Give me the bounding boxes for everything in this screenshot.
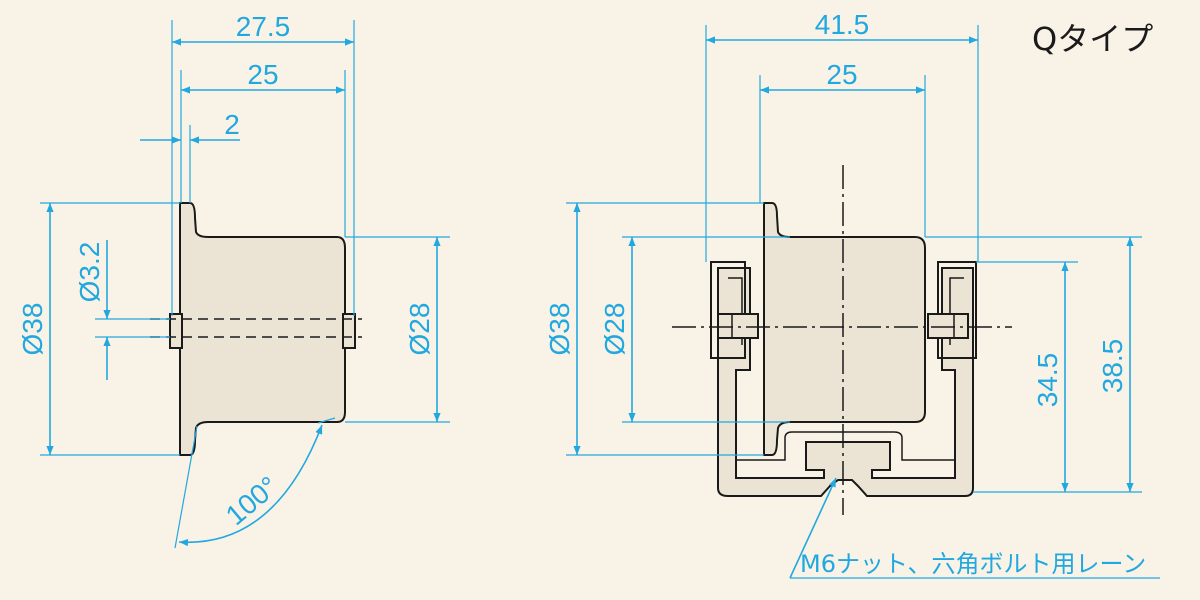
- dim-label-dia-38: Ø38: [17, 303, 48, 356]
- angle-leg-right: [317, 417, 336, 424]
- type-title: Qタイプ: [1032, 20, 1153, 58]
- callout-leader: [789, 477, 837, 579]
- dim-label-2: 2: [224, 109, 240, 140]
- dim-label-100-deg: 100°: [220, 470, 284, 531]
- left-view: 27.5 25 2 Ø38 Ø3.2 Ø28 100°: [17, 11, 450, 549]
- roller-body-right: [763, 202, 926, 456]
- shaft-end-right: [342, 313, 356, 349]
- nut-right: [927, 313, 969, 339]
- nut-left: [717, 313, 759, 339]
- dim-arc-100-deg: [178, 424, 323, 547]
- callout-label: M6ナット、六角ボルト用レーン: [800, 550, 1146, 578]
- rail-profile: [717, 267, 974, 497]
- shaft-end-left: [169, 313, 183, 349]
- dim-label-34-5: 34.5: [1032, 353, 1063, 408]
- dim-label-dia-3-2: Ø3.2: [74, 242, 105, 303]
- dim-label-dia-38: Ø38: [544, 303, 575, 356]
- roller-body-left: [179, 202, 346, 456]
- dim-label-25: 25: [826, 59, 857, 90]
- left-bracket: [710, 261, 746, 359]
- dim-label-25: 25: [247, 59, 278, 90]
- dim-label-41-5: 41.5: [815, 9, 870, 40]
- dim-label-dia-28: Ø28: [599, 303, 630, 356]
- dim-label-27-5: 27.5: [236, 11, 291, 42]
- right-view: 41.5 25 Ø38 Ø28 34.5 38.5 M6ナット、六角ボルト用レー…: [544, 9, 1160, 579]
- dim-label-dia-28: Ø28: [404, 303, 435, 356]
- dim-label-38-5: 38.5: [1097, 339, 1128, 394]
- right-bracket: [937, 261, 977, 359]
